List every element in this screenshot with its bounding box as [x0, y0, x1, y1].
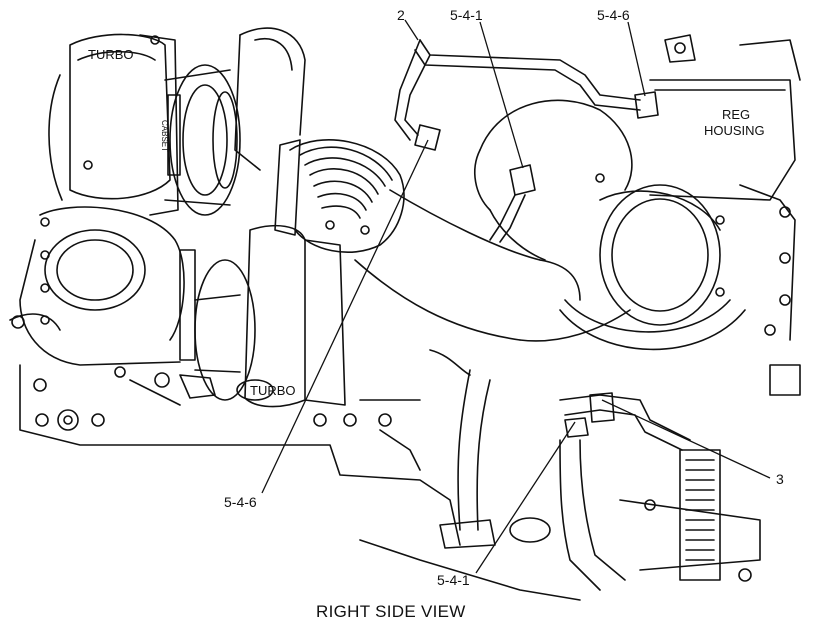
- lower-turbocharger: [195, 226, 345, 407]
- right-bracket: [620, 450, 760, 581]
- engine-block: [20, 350, 470, 545]
- fitting-541-upper: [490, 165, 535, 242]
- turbo-label-lower: TURBO: [250, 383, 296, 398]
- turbo-plate-text: CABSET: [160, 120, 169, 153]
- reg-housing-label-line1: REG: [722, 107, 751, 122]
- turbo-elbow: [10, 207, 195, 365]
- leader-bottom-541: [476, 422, 575, 573]
- air-elbow: [475, 100, 745, 349]
- leader-item-2: [405, 20, 418, 40]
- leader-top-546: [628, 22, 645, 96]
- callout-item-3: 3: [776, 471, 784, 487]
- reg-housing: [650, 35, 800, 395]
- callout-top-541: 5-4-1: [450, 7, 483, 23]
- reg-housing-label-line2: HOUSING: [704, 123, 765, 138]
- lower-hose: [440, 370, 625, 590]
- leader-top-541: [480, 22, 523, 168]
- callout-bottom-541: 5-4-1: [437, 572, 470, 588]
- upper-turbocharger: [49, 34, 240, 215]
- leader-left-546: [262, 140, 428, 493]
- upper-turbo-body: [235, 28, 305, 170]
- callout-top-546: 5-4-6: [597, 7, 630, 23]
- callout-left-546: 5-4-6: [224, 494, 257, 510]
- intake-bellows: [275, 140, 404, 252]
- callout-item-2: 2: [397, 7, 405, 23]
- bottom-outline: [360, 518, 580, 600]
- view-title: RIGHT SIDE VIEW: [316, 602, 466, 621]
- leader-item-3: [602, 400, 770, 478]
- intake-pipe: [355, 190, 630, 341]
- tube-2: [395, 40, 658, 150]
- turbo-label-upper: TURBO: [88, 47, 134, 62]
